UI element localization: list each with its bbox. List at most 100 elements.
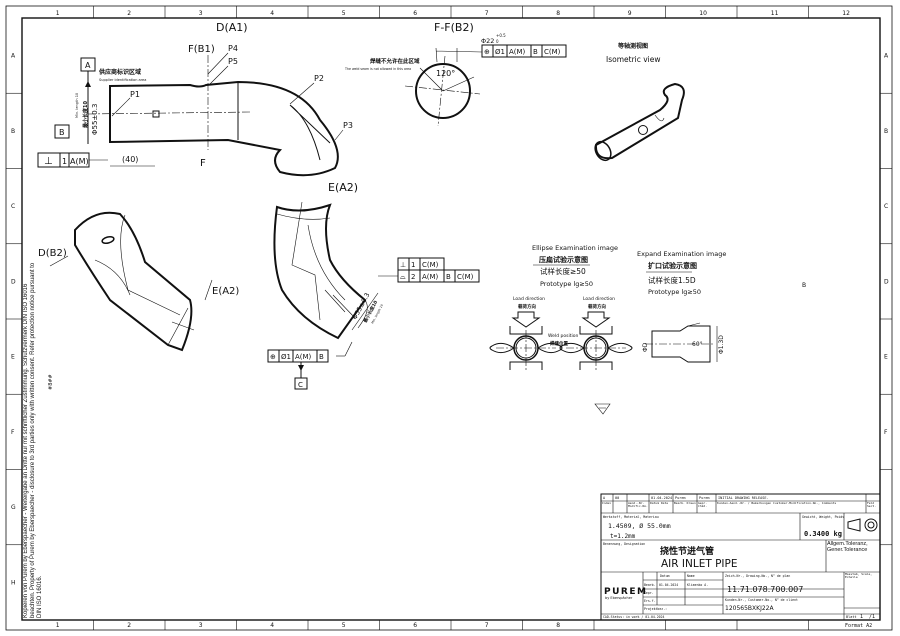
row-label: C xyxy=(884,203,888,210)
angle-120: 120° xyxy=(436,69,455,78)
fcf-cell: C(M) xyxy=(457,273,474,281)
drawn-name: Klimenko A. xyxy=(687,583,708,587)
column-label: 3 xyxy=(199,10,203,17)
fcf-cell: ⊕ xyxy=(270,353,276,361)
hole-diameter: Φ22 xyxy=(481,37,494,45)
sheet-count: /1 xyxy=(869,614,875,620)
side-copyright-note-box: Kopieren von Purem by Eberspaecher - Wei… xyxy=(23,263,43,618)
column-label: 5 xyxy=(342,622,346,629)
fcf-cell: 2 xyxy=(411,273,415,281)
section-f-label: F xyxy=(200,158,206,169)
fcf-cell: Ø1 xyxy=(281,353,291,361)
view-d-title: D(A1) xyxy=(216,21,248,34)
column-label: 3 xyxy=(199,622,203,629)
hole-tol-lower: 0 xyxy=(496,39,499,44)
rev-aend: 00 xyxy=(615,496,619,500)
view-d-a1: D(A1) F(B1) F P1 P2 P3 P4 P5 A 供应商标识区域 S… xyxy=(37,21,353,177)
point-p5: P5 xyxy=(228,57,238,66)
row-label: F xyxy=(884,429,888,436)
column-label: 11 xyxy=(771,10,779,17)
expand-title: Expand Examination image xyxy=(637,250,726,258)
supplier-area-en: Supplier identification area xyxy=(99,78,146,82)
customer-number-label: Kunden-Nr., Customer-No., N° de client xyxy=(725,598,798,602)
designation-zh: 挠性节进气管 xyxy=(660,545,714,557)
revision-note: INITIAL DRAWING RELEASE. xyxy=(718,496,769,500)
row-label: E xyxy=(884,354,888,361)
format-label: Format A2 xyxy=(845,623,872,629)
scale-label: Masstab, Scale, Echelle xyxy=(845,572,873,580)
fcf-cell: ⊥ xyxy=(400,261,406,269)
hole-tol-upper: +0.5 xyxy=(496,33,506,38)
view-d-b2: D(B2) E(A2) xyxy=(38,211,239,352)
col-name: Name xyxy=(687,574,695,578)
d-b2-label: D(B2) xyxy=(38,248,67,259)
row-checked: Gepr. xyxy=(644,591,654,595)
load-direction-1-en: Load direction xyxy=(513,296,545,302)
point-p1: P1 xyxy=(130,90,140,99)
datum-c: C xyxy=(298,381,303,389)
cad-status: CAD-Status: in work / 01.04.2024 xyxy=(603,615,664,619)
rev-checked: Purem xyxy=(699,496,710,500)
fcf-cell: ⊥ xyxy=(44,156,53,167)
row-label: B xyxy=(884,128,888,135)
thickness: t=1.2mm xyxy=(610,533,636,540)
projection-symbol-icon xyxy=(847,518,878,532)
surface-finish-symbol xyxy=(594,403,611,415)
column-label: 5 xyxy=(342,10,346,17)
material-label: Werkstoff, Material, Materiau xyxy=(603,515,659,519)
rev-header-checked: Gepr. Chkd. xyxy=(698,501,708,509)
fcf-cell: C(M) xyxy=(422,261,439,269)
ellipse-examination: Ellipse Examination image 压扁试验示意图 试样长度≥5… xyxy=(489,244,633,370)
column-label: 7 xyxy=(485,10,489,17)
rev-header-section: Feld Sect. xyxy=(867,501,877,509)
fcf-cell: 1 xyxy=(411,261,415,269)
datum-b: B xyxy=(59,128,65,137)
designation-label: Benennung, Designation xyxy=(603,542,645,546)
fcf-cell: Ø1 xyxy=(495,48,505,56)
supplier-area-zh: 供应商标识区域 xyxy=(98,68,141,76)
datum-a: A xyxy=(85,61,91,70)
column-label: 4 xyxy=(270,10,274,17)
view-section-ff: F-F(B2) 120° 焊缝不允许在此区域 The weld seam is … xyxy=(344,21,567,127)
weld-position-en: Weld position xyxy=(548,333,578,339)
view-e-title: E(A2) xyxy=(328,181,358,194)
section-f-b1-label: F(B1) xyxy=(188,44,215,55)
drawing-number-label: Zeich-Nr., Drawing-No., N° de plan xyxy=(725,574,790,578)
column-label: 2 xyxy=(127,622,131,629)
row-label: E xyxy=(11,354,15,361)
drawing-number: 11.71.078.700.007 xyxy=(727,585,803,594)
weight: 0.3400 kg xyxy=(804,530,842,538)
column-label: 2 xyxy=(127,10,131,17)
drawn-date: 01.04.2024 xyxy=(659,583,678,587)
row-label: D xyxy=(11,278,16,285)
rev-date: 01.04.2024 xyxy=(651,496,672,500)
point-p4: P4 xyxy=(228,44,238,53)
fcf-cell: B xyxy=(533,48,538,56)
row-label: C xyxy=(11,203,15,210)
tolerance-label: Allgem.Toleranz, Gener.Tolerance xyxy=(827,541,868,554)
rev-drawn: Purem xyxy=(675,496,686,500)
marker-b: B xyxy=(802,282,806,289)
load-direction-1-zh: 载荷方向 xyxy=(518,303,536,310)
side-code: #8## xyxy=(48,374,54,390)
iso-title-en: Isometric view xyxy=(606,55,661,64)
load-test-figure xyxy=(559,311,633,370)
view-ff-title: F-F(B2) xyxy=(434,21,474,34)
phi-1-3d: Φ1.3D xyxy=(718,335,725,354)
fcf-cell: B xyxy=(446,273,451,281)
title-block: A 00 01.04.2024 Purem Purem INITIAL DRAW… xyxy=(600,493,881,629)
weld-zone-en: The weld seam is not allowed in this are… xyxy=(344,67,411,71)
column-label: 7 xyxy=(485,622,489,629)
fcf-cell: C(M) xyxy=(544,48,561,56)
expand-zh: 扩口试验示意图 xyxy=(648,261,697,270)
rev-header-index: Index xyxy=(602,501,612,505)
row-label: B xyxy=(11,128,15,135)
min-length-en: Min. length 10 xyxy=(75,93,79,118)
row-label: A xyxy=(11,53,16,60)
purem-logo: PUREM xyxy=(604,587,647,597)
ellipse-length: 试样长度≥50 xyxy=(540,266,586,276)
sheet-number: 1 xyxy=(860,614,863,620)
